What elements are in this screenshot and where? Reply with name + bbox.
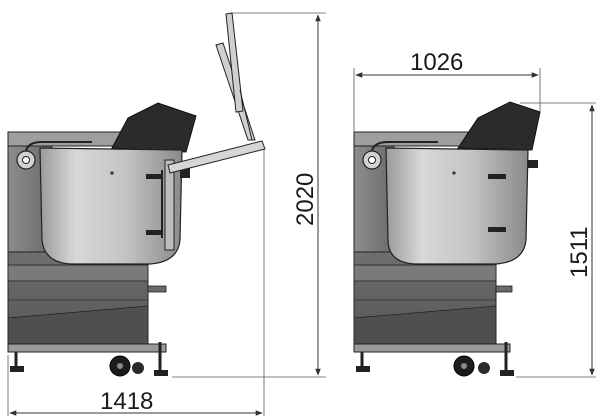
front-castor-small xyxy=(478,362,490,374)
side-height-label: 2020 xyxy=(292,173,319,226)
front-bowl-handle-top xyxy=(488,174,506,179)
front-frame-band xyxy=(353,264,497,282)
front-tap-center xyxy=(368,156,376,164)
front-foot-front xyxy=(500,370,514,376)
side-arm-post xyxy=(164,159,175,251)
side-foot-rear xyxy=(10,366,24,372)
side-hopper xyxy=(111,102,197,153)
side-bowl-handle-bottom xyxy=(146,230,162,235)
front-bowl-hole xyxy=(452,171,456,175)
side-pipe xyxy=(25,141,92,152)
side-base xyxy=(7,343,167,353)
side-frame-tab xyxy=(147,285,167,293)
side-tap-center xyxy=(22,156,30,164)
front-foot-rear xyxy=(356,366,370,372)
side-castor-small xyxy=(132,362,144,374)
front-side-clip xyxy=(528,160,538,168)
side-dimensions: 1418 2020 xyxy=(7,12,326,416)
front-width-label: 1026 xyxy=(410,49,463,76)
front-base xyxy=(353,343,511,353)
side-castor-hub xyxy=(117,363,123,369)
front-dimensions: 1026 1511 xyxy=(353,49,596,378)
front-pipe xyxy=(371,141,438,152)
side-view xyxy=(7,12,266,377)
side-lever-rod-inner xyxy=(239,89,253,141)
front-height-label: 1511 xyxy=(566,226,593,278)
front-hopper xyxy=(457,101,541,151)
side-lever-arm xyxy=(167,140,266,174)
front-view xyxy=(353,101,541,377)
side-bowl xyxy=(39,147,183,265)
front-castor-hub xyxy=(461,363,467,369)
side-frame-band xyxy=(7,264,149,282)
front-bowl-handle-bottom xyxy=(488,227,506,232)
front-bowl xyxy=(385,147,529,265)
side-width-label: 1418 xyxy=(100,388,153,415)
side-foot-front xyxy=(154,370,168,376)
side-bowl-hole xyxy=(110,171,114,175)
side-arm-clip xyxy=(180,168,190,178)
side-bowl-handle-top xyxy=(146,174,162,179)
front-frame-tab xyxy=(495,285,513,293)
